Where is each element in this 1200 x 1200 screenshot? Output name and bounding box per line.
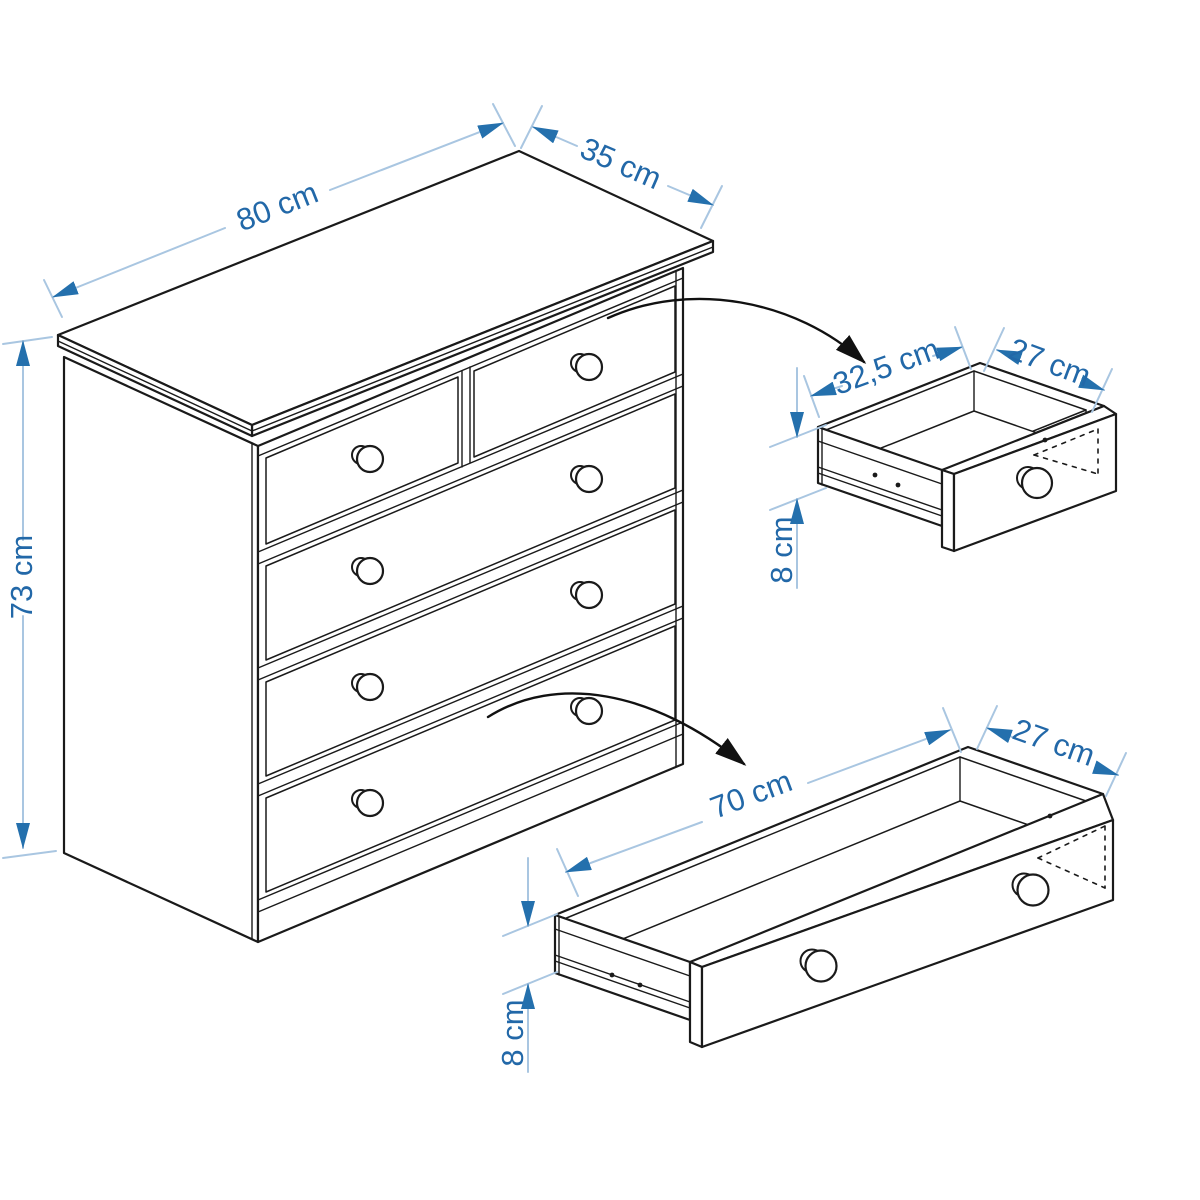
extension-tick (954, 326, 972, 370)
drawer-front-small-left (265, 376, 459, 545)
drawer-knob-icon (574, 464, 604, 494)
chest-of-drawers (56, 149, 715, 944)
screw-dot (895, 482, 901, 488)
dimension-line (932, 346, 963, 362)
screw-dot (609, 972, 615, 978)
chest-top-board (56, 149, 715, 438)
drawer-front-row3 (265, 509, 676, 777)
panel-left-edge (688, 960, 704, 1049)
dimension-line (52, 227, 226, 298)
large-drawer-depth-label: 27 cm (1008, 712, 1099, 773)
drawer-knob-icon (355, 556, 385, 586)
drawer-knob-icon (1020, 466, 1054, 500)
dimension-line (986, 727, 1013, 744)
panel-left-edge (940, 468, 956, 553)
panel-face (700, 818, 1115, 1049)
dimension-line (532, 126, 578, 147)
extension-line (2, 850, 57, 859)
drawer-knob-icon (1016, 873, 1050, 907)
drawer-front-row2 (265, 393, 676, 661)
dimension-line (1078, 374, 1105, 391)
hidden-runner-dashed (1033, 428, 1099, 475)
drawer-knob-icon (574, 696, 604, 726)
extension-line (502, 913, 558, 937)
large-drawer-front-panel (688, 792, 1115, 1049)
small-drawer-side (816, 425, 944, 528)
extension-tick (700, 185, 723, 229)
extension-tick (43, 279, 63, 318)
extension-line (502, 971, 558, 995)
dimension-line (667, 185, 714, 206)
screw-dot (1042, 437, 1048, 443)
drawer-knob-icon (574, 580, 604, 610)
drawer-pullout-arrow-top (606, 297, 867, 365)
small-drawer-detail: 32,5 cm 27 cm 8 cm (764, 326, 1118, 589)
extension-tick (520, 105, 543, 149)
drawer-knob-icon (355, 788, 385, 818)
extension-tick (983, 327, 1005, 372)
small-drawer-height-dimension: 8 cm (764, 367, 827, 589)
screw-dot (637, 982, 643, 988)
chest-width-label: 80 cm (231, 175, 322, 239)
dimension-line (810, 381, 843, 397)
chest-height-label: 73 cm (4, 535, 39, 619)
dimension-line (329, 122, 504, 191)
screw-dot (1047, 813, 1053, 819)
dimension-line (807, 729, 951, 784)
drawer-knob-icon (804, 949, 838, 983)
large-drawer-height-label: 8 cm (495, 999, 530, 1066)
drawer-knob-icon (574, 352, 604, 382)
large-drawer-width-label: 70 cm (705, 763, 796, 825)
dimension-line (1092, 760, 1119, 776)
extension-tick (1091, 368, 1113, 413)
large-drawer-detail: 70 cm 27 cm 8 cm (495, 705, 1127, 1073)
drawer-front-small-right (473, 285, 676, 458)
chest-side-panel (62, 355, 260, 944)
small-drawer-front-panel (940, 404, 1118, 553)
drawer-knob-icon (355, 672, 385, 702)
extension-tick (492, 103, 516, 147)
chest-center-divider (461, 366, 471, 468)
small-drawer-height-label: 8 cm (764, 516, 799, 583)
extension-line (2, 336, 53, 345)
drawer-pullout-arrow-bottom (486, 692, 747, 766)
large-drawer-height-dimension: 8 cm (495, 857, 558, 1073)
dimension-line (565, 821, 703, 873)
screw-dot (872, 472, 878, 478)
chest-height-dimension: 73 cm (2, 336, 57, 859)
dimension-line (996, 349, 1023, 365)
chest-side-face (62, 355, 260, 944)
hidden-runner-dashed (1037, 825, 1106, 889)
drawer-knob-icon (355, 444, 385, 474)
extension-tick (942, 707, 962, 753)
